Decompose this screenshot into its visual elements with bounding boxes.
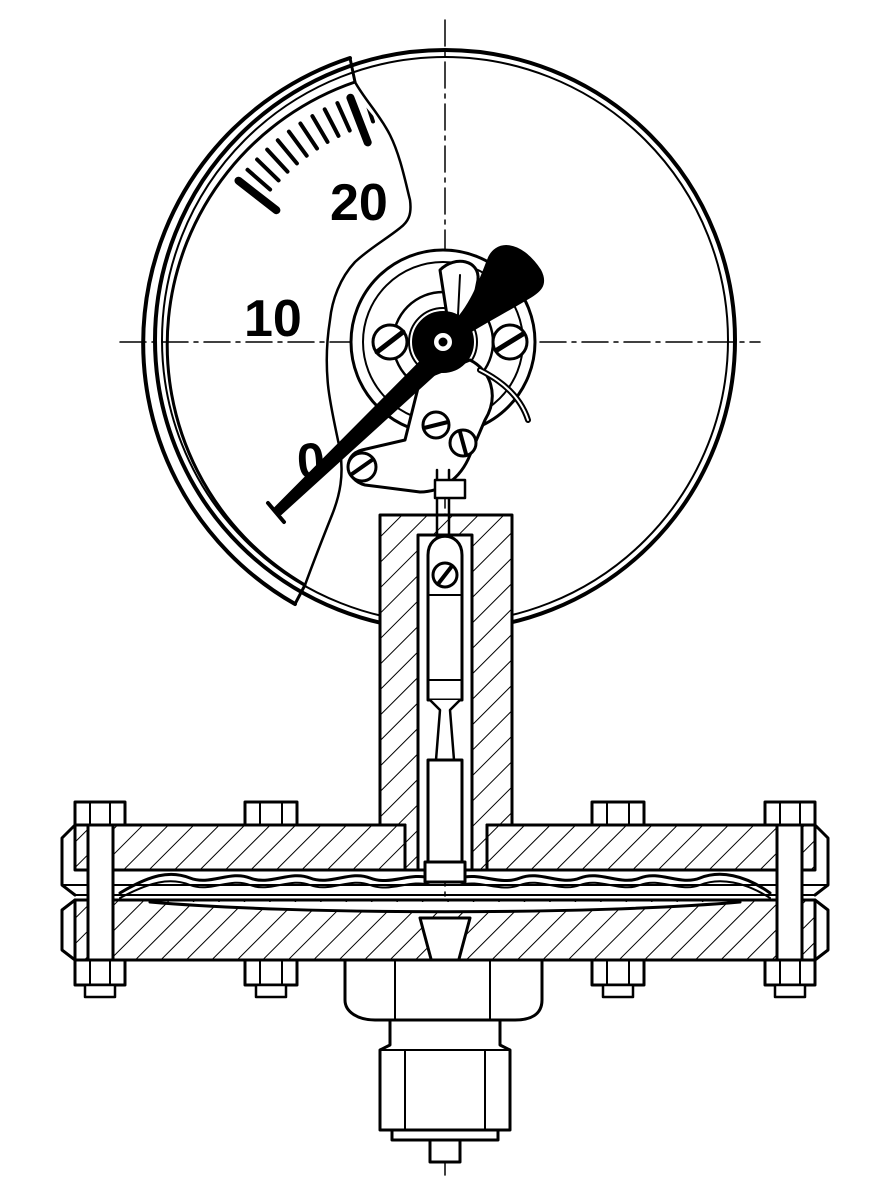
scale-label-20: 20	[330, 174, 388, 232]
sector-screw-upper	[421, 410, 451, 440]
sector-screw	[346, 451, 378, 483]
rod-clamp	[433, 478, 467, 500]
bolt-right	[763, 800, 817, 999]
diaphragm	[118, 860, 772, 899]
scale-minor-tick	[286, 129, 309, 158]
scale-minor-tick	[335, 101, 352, 133]
scale-major-tick	[234, 176, 281, 215]
nut-lower-left	[243, 958, 299, 999]
scale-label-10: 10	[244, 290, 302, 348]
scale-major-tick	[346, 93, 372, 147]
nut-lower-right	[590, 958, 646, 999]
lower-flange	[60, 898, 830, 1002]
pointer-needle	[266, 245, 545, 524]
scale-label-0: 0	[295, 432, 327, 490]
nut-upper-left	[243, 800, 299, 827]
scale-minor-tick	[310, 114, 330, 144]
scale-minor-tick	[298, 121, 319, 151]
bolt-left	[73, 800, 127, 999]
sector-screw-right	[448, 428, 478, 458]
threaded-nipple	[378, 1018, 512, 1164]
scale-minor-tick	[275, 138, 299, 166]
dial-break-line	[303, 80, 412, 587]
rod-screw	[431, 561, 459, 589]
connection-hex	[343, 958, 544, 1022]
bezel-cutaway	[141, 56, 357, 606]
scale-minor-tick	[322, 107, 341, 138]
movement-screw-left	[371, 323, 409, 361]
scale-minor-tick	[245, 167, 273, 192]
scale-minor-tick	[265, 147, 290, 174]
movement-screw-right	[491, 323, 529, 361]
nut-upper-right	[590, 800, 646, 827]
scale-minor-tick	[255, 157, 281, 183]
